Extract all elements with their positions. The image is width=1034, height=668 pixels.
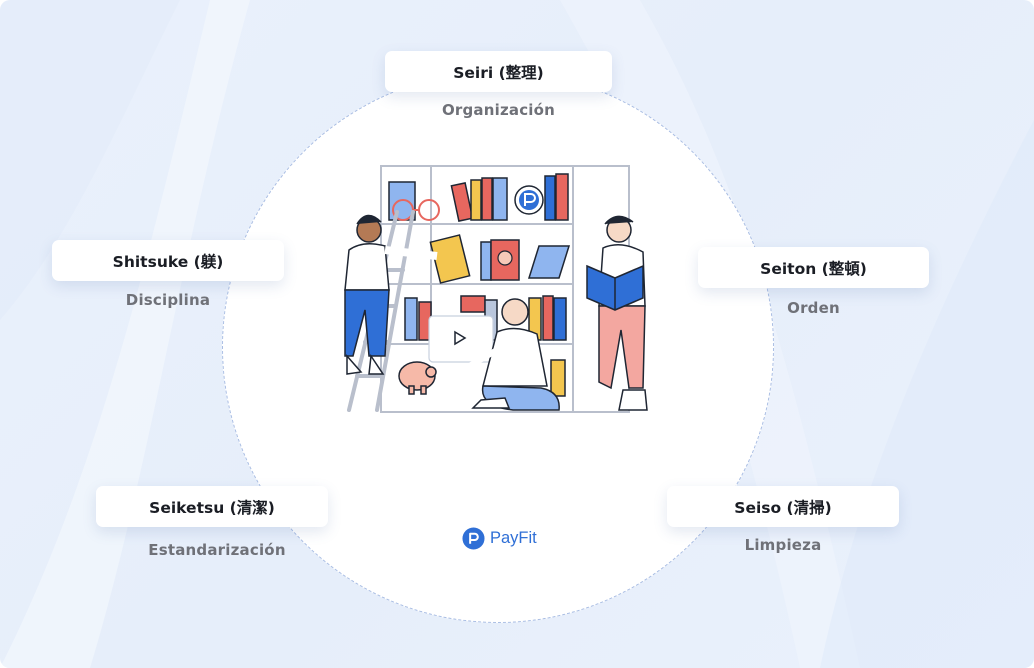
- play-icon: [454, 330, 467, 346]
- principle-seiketsu-pill: Seiketsu (清潔): [96, 486, 328, 527]
- principle-seiketsu-title: Seiketsu (清潔): [149, 498, 275, 517]
- principle-seiso-subtitle: Limpieza: [744, 536, 822, 554]
- principle-seiton-title: Seiton (整頓): [760, 259, 867, 278]
- principle-shitsuke-subtitle: Disciplina: [125, 291, 211, 309]
- standing-reader: [586, 215, 648, 411]
- video-card: [428, 315, 494, 363]
- principle-seiso-pill: Seiso (清掃): [667, 486, 899, 527]
- payfit-brand: PayFit: [462, 525, 537, 551]
- principle-seiketsu-subtitle: Estandarización: [148, 541, 286, 559]
- principle-seiso-title: Seiso (清掃): [734, 498, 832, 517]
- principle-shitsuke-title: Shitsuke (躾): [112, 252, 224, 271]
- principle-shitsuke-pill: Shitsuke (躾): [52, 240, 284, 281]
- payfit-logo-icon: [462, 526, 485, 550]
- principle-seiton-pill: Seiton (整頓): [698, 247, 929, 288]
- bookshelf-team-illustration: [344, 165, 648, 413]
- principle-seiri-title: Seiri (整理): [453, 63, 544, 82]
- piggy-bank-icon: [398, 361, 437, 395]
- principle-seiri-pill: Seiri (整理): [385, 51, 612, 92]
- person-on-ladder: [344, 214, 438, 375]
- brand-name: PayFit: [490, 528, 537, 547]
- glasses-icon: [392, 199, 440, 221]
- books-middle-shelf: [429, 234, 571, 284]
- seated-person: [457, 298, 560, 411]
- payfit-book-logo-icon: [519, 190, 539, 210]
- principle-seiton-subtitle: Orden: [787, 299, 840, 317]
- principle-seiri-subtitle: Organización: [441, 101, 556, 119]
- books-top-shelf: [388, 173, 569, 222]
